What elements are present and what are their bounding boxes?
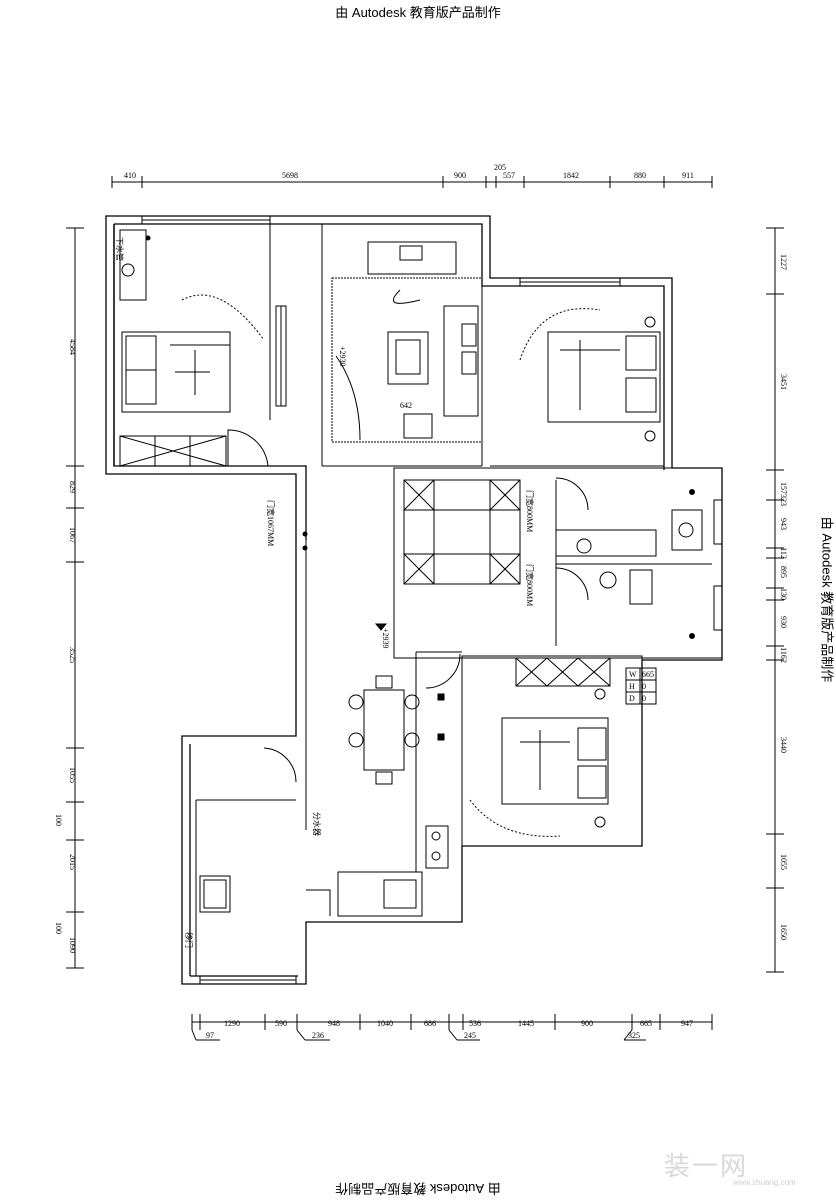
bedroom-top-left: 下水管	[115, 224, 287, 467]
pillow-icon	[577, 765, 607, 799]
window-table-cell: D	[629, 694, 635, 703]
door-bath2-label: 门宽800MM	[525, 564, 535, 606]
dim-left-4: 1055	[68, 767, 77, 783]
dim-top-5: 1842	[563, 171, 579, 180]
dim-right-0: 1227	[779, 254, 788, 270]
dim-top-7: 911	[682, 171, 694, 180]
dim-top-6: 880	[634, 171, 646, 180]
dim-left-8: 1090	[68, 937, 77, 953]
dimension-right: 1227 3451 157323 943 112 895 130 930 116…	[766, 227, 788, 973]
elev-living-label: +2930	[338, 346, 347, 367]
bedroom-bottom-right	[425, 653, 643, 847]
dim-bottom-2: 948	[328, 1019, 340, 1028]
dim-bottom-5: 536	[469, 1019, 481, 1028]
cushion-icon	[461, 351, 477, 375]
dim-right-3: 943	[779, 518, 788, 530]
dining-area: 门宽1067MM +2939	[266, 500, 462, 830]
dim-bottom2-2: 245	[464, 1031, 476, 1040]
window-table-cell: 0	[642, 694, 646, 703]
bedroom-top-right	[490, 308, 664, 467]
elev-dining-label: +2939	[381, 628, 390, 649]
windows	[141, 215, 723, 985]
sliding-door-label: 移门	[184, 932, 194, 948]
dim-top-2: 900	[454, 171, 466, 180]
window-spec-table: W 665 H 0 D 0	[625, 667, 657, 705]
living-room: 642 +2930	[321, 224, 483, 467]
dim-left-0: 4584	[68, 339, 77, 355]
cushion-icon	[399, 245, 423, 261]
door-main-label: 门宽1067MM	[266, 500, 276, 546]
window-table-cell: 0	[642, 682, 646, 691]
pillow-icon	[577, 727, 607, 761]
dim-right-4: 112	[779, 547, 788, 559]
dim-bottom-6: 1445	[518, 1019, 534, 1028]
dim-right-5: 895	[779, 566, 788, 578]
dim-bottom-0: 1290	[224, 1019, 240, 1028]
dim-bottom-9: 947	[681, 1019, 693, 1028]
dim-left-5: 100	[54, 814, 63, 826]
dim-bottom-3: 1040	[377, 1019, 393, 1028]
dim-left-3: 3525	[68, 647, 77, 663]
window-table-cell: 665	[642, 670, 654, 679]
pillow-icon	[625, 335, 657, 371]
dim-right-11: 1650	[779, 924, 788, 940]
living-area-label: 642	[400, 401, 412, 410]
dimension-bottom: 1290 590 948 1040 686 536 1445 900 665 9…	[191, 1014, 713, 1041]
dim-left-7: 100	[54, 922, 63, 934]
dim-right-2: 157323	[779, 482, 788, 506]
dim-bottom-8: 665	[640, 1019, 652, 1028]
site-url: www.zhuang.com	[733, 1178, 796, 1187]
dim-left-2: 1067	[68, 527, 77, 543]
door-bath1-label: 门宽800MM	[525, 490, 535, 532]
pillow-icon	[125, 335, 157, 371]
dim-bottom-7: 900	[581, 1019, 593, 1028]
dim-right-9: 3440	[779, 737, 788, 753]
dim-right-7: 930	[779, 616, 788, 628]
dim-left-1: 829	[68, 481, 77, 493]
dim-right-1: 3451	[779, 374, 788, 390]
dim-top-0: 410	[124, 171, 136, 180]
dim-bottom2-1: 236	[312, 1031, 324, 1040]
divider-label: 分水器	[312, 812, 322, 836]
site-logo: 装一网	[664, 1151, 749, 1181]
sink-label: 下水管	[115, 237, 125, 261]
dim-top-4: 557	[503, 171, 515, 180]
dim-bottom2-3: 325	[628, 1031, 640, 1040]
dimension-left: 4584 829 1067 3525 1055 100 2015 100 109…	[54, 227, 84, 969]
dim-bottom-4: 686	[424, 1019, 436, 1028]
cushion-icon	[461, 323, 477, 347]
window-table-cell: H	[629, 682, 635, 691]
dim-left-6: 2015	[68, 854, 77, 870]
dim-top-1: 5698	[282, 171, 298, 180]
kitchen: 分水器 移门	[184, 747, 449, 976]
dim-bottom2-0: 97	[206, 1031, 214, 1040]
dim-bottom-1: 590	[275, 1019, 287, 1028]
pillow-icon	[625, 377, 657, 413]
pillow-icon	[125, 369, 157, 405]
dim-right-8: 1162	[779, 647, 788, 663]
dim-right-6: 130	[779, 588, 788, 600]
dim-right-10: 1055	[779, 854, 788, 870]
window-table-cell: W	[629, 670, 637, 679]
watermark-top: 由 Autodesk 教育版产品制作	[335, 5, 501, 20]
bathrooms: 门宽800MM 门宽800MM	[393, 467, 723, 659]
dim-top-3: 205	[494, 163, 506, 172]
dimension-top: 410 5698 900 205 557 1842 880 911	[111, 163, 713, 188]
